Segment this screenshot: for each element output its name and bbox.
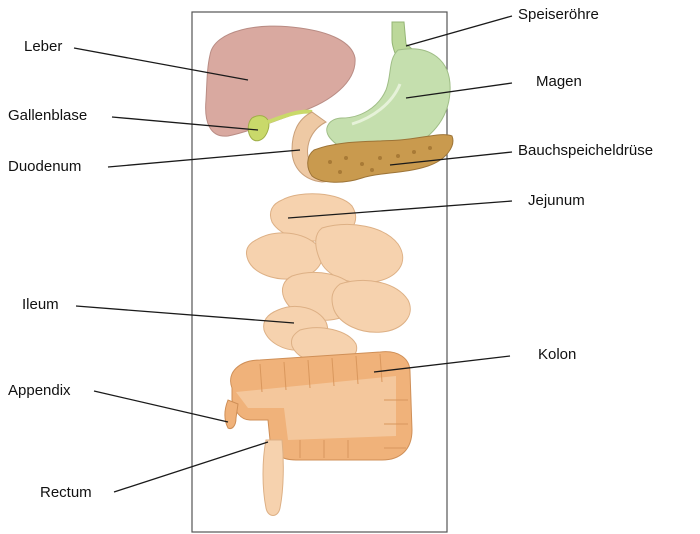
label-gallenblase: Gallenblase <box>8 107 87 125</box>
label-magen: Magen <box>536 73 582 91</box>
label-appendix: Appendix <box>8 382 71 400</box>
leader-appendix <box>94 391 228 422</box>
label-rectum: Rectum <box>40 484 92 502</box>
small-intestine <box>246 194 410 364</box>
leader-rectum <box>114 442 268 492</box>
appendix-shape <box>225 400 238 429</box>
label-leber: Leber <box>24 38 62 56</box>
gallbladder-shape <box>248 116 269 141</box>
leader-speiseroehre <box>406 16 512 46</box>
leader-duodenum <box>108 150 300 167</box>
rectum-shape <box>263 440 283 516</box>
label-kolon: Kolon <box>538 346 576 364</box>
label-duodenum: Duodenum <box>8 158 81 176</box>
leader-ileum <box>76 306 294 323</box>
colon <box>231 352 412 460</box>
label-ileum: Ileum <box>22 296 59 314</box>
label-speiseroehre: Speiseröhre <box>518 6 599 24</box>
label-jejunum: Jejunum <box>528 192 585 210</box>
label-bauchspeicheldruese: Bauchspeicheldrüse <box>518 142 653 160</box>
